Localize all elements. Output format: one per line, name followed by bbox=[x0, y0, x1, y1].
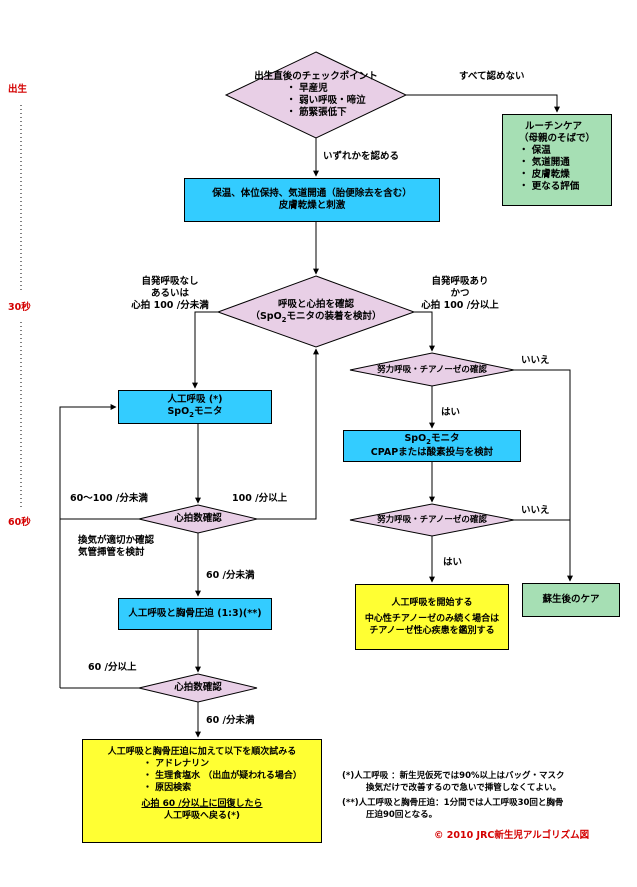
ppv-line2: SpO2モニタ bbox=[167, 405, 223, 419]
warm-dry-box: 保温、体位保持、気道開通（胎便除去を含む） 皮膚乾燥と刺激 bbox=[184, 178, 440, 222]
final-item: ・ アドレナリン bbox=[143, 759, 210, 769]
label-hr-60-over: 60 /分以上 bbox=[88, 662, 137, 673]
timeline-60s: 60秒 bbox=[8, 517, 31, 528]
ppv-line1: 人工呼吸 (*) bbox=[167, 393, 223, 405]
label-no-1: いいえ bbox=[521, 355, 550, 366]
final-item: ・ 原因検索 bbox=[143, 783, 192, 793]
note-cpr-line1: (**)人工呼吸と胸骨圧迫：1分間では人工呼吸30回と胸骨 bbox=[342, 798, 564, 808]
label-hr-60-under-1: 60 /分未満 bbox=[206, 570, 255, 581]
timeline-birth: 出生 bbox=[8, 84, 28, 95]
label-yes-1: はい bbox=[441, 407, 461, 418]
assess-line1: 呼吸と心拍を確認 bbox=[277, 298, 354, 310]
checkpoint-item: ・ 早産児 bbox=[286, 83, 328, 94]
label-yes-2: はい bbox=[443, 557, 463, 568]
note-cpr-line2: 圧迫90回となる。 bbox=[366, 810, 438, 820]
post-care-box: 蘇生後のケア bbox=[522, 583, 620, 617]
cpap-line2: CPAPまたは酸素投与を検討 bbox=[370, 447, 494, 459]
label-breath-1: 自発呼吸あり bbox=[431, 276, 489, 287]
routine-subtitle: （母親のそばで） bbox=[519, 133, 596, 144]
label-vent-check: 換気が適切か確認 気管挿管を検討 bbox=[78, 535, 154, 559]
checkpoint-item: ・ 弱い呼吸・啼泣 bbox=[286, 95, 366, 106]
label-breath-3: 心拍 100 /分以上 bbox=[421, 300, 499, 311]
assess-line2: （SpO2モニタの装着を検討） bbox=[250, 310, 382, 324]
label-no-2: いいえ bbox=[521, 505, 550, 516]
label-vent-check-1: 換気が適切か確認 bbox=[78, 535, 155, 546]
routine-title: ルーチンケア bbox=[525, 121, 583, 132]
hr-check-text-2: 心拍数確認 bbox=[174, 682, 222, 693]
ppv-box: 人工呼吸 (*) SpO2モニタ bbox=[118, 390, 272, 424]
label-no-breath-1: 自発呼吸なし bbox=[141, 276, 199, 287]
note-ppv: (*)人工呼吸 ：新生児仮死では90%以上はバッグ・マスク 換気だけで改善するの… bbox=[342, 770, 565, 794]
label-none-recognized: すべて認めない bbox=[459, 71, 525, 82]
assess-text: 呼吸と心拍を確認 （SpO2モニタの装着を検討） bbox=[228, 296, 404, 328]
label-no-breath-2: あるいは bbox=[150, 288, 189, 299]
labor-text-2: 努力呼吸・チアノーゼの確認 bbox=[377, 515, 487, 525]
label-vent-check-2: 気管挿管を検討 bbox=[78, 547, 145, 558]
final-item: ・ 生理食塩水 （出血が疑われる場合） bbox=[143, 771, 302, 781]
warm-line1: 保温、体位保持、気道開通（胎便除去を含む） bbox=[212, 188, 412, 199]
timeline-30s: 30秒 bbox=[8, 302, 31, 313]
label-any-recognized: いずれかを認める bbox=[323, 151, 400, 162]
hr-check-text-1: 心拍数確認 bbox=[174, 513, 222, 524]
cpr-box: 人工呼吸と胸骨圧迫 (1:3)(**) bbox=[118, 598, 272, 630]
routine-item: ・ 皮膚乾燥 bbox=[519, 169, 570, 180]
checkpoint-item: ・ 筋緊張低下 bbox=[286, 107, 347, 118]
checkpoint-text: 出生直後のチェックポイント ・ 早産児 ・ 弱い呼吸・啼泣 ・ 筋緊張低下 bbox=[246, 68, 386, 122]
checkpoint-title: 出生直後のチェックポイント bbox=[254, 71, 378, 82]
start-ppv-line1: 人工呼吸を開始する bbox=[391, 598, 473, 608]
note-ppv-line2: 換気だけで改善するので急いで挿管しなくてよい。 bbox=[366, 783, 561, 793]
final-line1: 人工呼吸と胸骨圧迫に加えて以下を順次試みる bbox=[107, 747, 297, 757]
label-no-breath-3: 心拍 100 /分未満 bbox=[131, 300, 209, 311]
warm-line2: 皮膚乾燥と刺激 bbox=[278, 200, 346, 211]
label-breath-2: かつ bbox=[450, 288, 470, 299]
final-line-last: 人工呼吸へ戻る(*) bbox=[164, 811, 240, 821]
start-ppv-line2: 中心性チアノーゼのみ続く場合は bbox=[364, 614, 500, 624]
copyright: © 2010 JRC新生児アルゴリズム図 bbox=[434, 830, 590, 841]
label-breath: 自発呼吸あり かつ 心拍 100 /分以上 bbox=[412, 276, 508, 312]
start-ppv-line3: チアノーゼ性心疾患を鑑別する bbox=[369, 626, 495, 636]
cpap-box: SpO2モニタ CPAPまたは酸素投与を検討 bbox=[343, 430, 521, 462]
label-no-breath: 自発呼吸なし あるいは 心拍 100 /分未満 bbox=[120, 276, 220, 312]
assess-diamond bbox=[216, 275, 416, 348]
label-hr-60-under-2: 60 /分未満 bbox=[206, 715, 255, 726]
note-ppv-line1: (*)人工呼吸 ：新生児仮死では90%以上はバッグ・マスク bbox=[342, 771, 565, 781]
labor-text-1: 努力呼吸・チアノーゼの確認 bbox=[377, 365, 487, 375]
label-hr-100-over: 100 /分以上 bbox=[232, 493, 288, 504]
routine-item: ・ 保温 bbox=[519, 145, 551, 156]
routine-item: ・ 気道開通 bbox=[519, 157, 570, 168]
start-ppv-box: 人工呼吸を開始する 中心性チアノーゼのみ続く場合は チアノーゼ性心疾患を鑑別する bbox=[355, 584, 509, 650]
final-line-underlined: 心拍 60 /分以上に回復したら bbox=[141, 799, 263, 809]
routine-item: ・ 更なる評価 bbox=[519, 181, 580, 192]
routine-care-box: ルーチンケア （母親のそばで） ・ 保温 ・ 気道開通 ・ 皮膚乾燥 ・ 更なる… bbox=[502, 114, 612, 206]
cpap-line1: SpO2モニタ bbox=[404, 432, 460, 446]
label-hr-60-100: 60～100 /分未満 bbox=[70, 493, 148, 504]
note-cpr: (**)人工呼吸と胸骨圧迫：1分間では人工呼吸30回と胸骨 圧迫90回となる。 bbox=[342, 797, 563, 821]
final-steps-box: 人工呼吸と胸骨圧迫に加えて以下を順次試みる ・ アドレナリン ・ 生理食塩水 （… bbox=[82, 739, 322, 843]
